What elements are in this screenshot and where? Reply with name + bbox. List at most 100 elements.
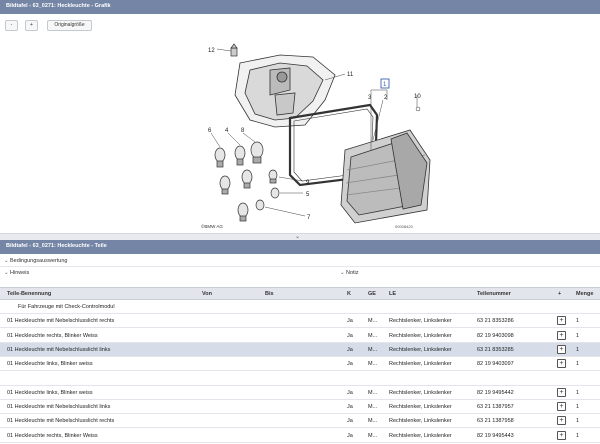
table-row[interactable]: 01 Heckleuchte mit Nebelschlusslicht lin… bbox=[0, 342, 600, 357]
panel-splitter[interactable]: ⌄ bbox=[0, 233, 600, 240]
part-number: 82 19 9495443 bbox=[477, 432, 514, 439]
housing-drawing bbox=[234, 54, 336, 128]
graphic-toolbar: - + Originalgröße bbox=[0, 17, 600, 34]
zoom-out-button[interactable]: - bbox=[5, 20, 18, 31]
part-description: 01 Heckleuchte rechts, Blinker Weiss bbox=[7, 432, 98, 439]
hint-label: Hinweis bbox=[10, 270, 30, 276]
diagram-code: 00008420 bbox=[395, 224, 414, 229]
ge-cell: M... bbox=[368, 432, 378, 439]
k-cell: Ja bbox=[347, 332, 353, 339]
lens-drawing bbox=[340, 129, 431, 224]
callout-12[interactable]: 12 bbox=[208, 48, 215, 54]
table-row[interactable] bbox=[0, 372, 600, 386]
table-row[interactable]: 01 Heckleuchte mit Nebelschlusslicht lin… bbox=[0, 400, 600, 415]
le-cell: Rechtslenker, Linkslenker bbox=[389, 432, 452, 439]
add-to-cart-icon[interactable]: + bbox=[557, 402, 566, 412]
part-description: 01 Heckleuchte mit Nebelschlusslicht rec… bbox=[7, 318, 115, 325]
header-quantity[interactable]: Menge bbox=[576, 291, 594, 297]
ge-cell: M... bbox=[368, 332, 378, 339]
k-cell: Ja bbox=[347, 361, 353, 368]
table-row[interactable]: 01 Heckleuchte mit Nebelschlusslicht rec… bbox=[0, 314, 600, 329]
graphic-panel-title: Bildtafel - 63_0271: Heckleuchte - Grafi… bbox=[0, 0, 600, 14]
table-row[interactable]: 01 Heckleuchte rechts, Blinker Weiss Ja M.… bbox=[0, 329, 600, 343]
callout-3[interactable]: 3 bbox=[368, 95, 372, 101]
part-number: 82 19 9403098 bbox=[477, 332, 514, 339]
callout-8[interactable]: 8 bbox=[241, 128, 245, 134]
callout-4[interactable]: 4 bbox=[225, 128, 229, 134]
callout-11[interactable]: 11 bbox=[347, 72, 354, 78]
add-to-cart-icon[interactable]: + bbox=[557, 387, 566, 397]
part-number: 82 19 9403097 bbox=[477, 361, 514, 368]
conditions-label: Bedingungsauswertung bbox=[10, 258, 68, 264]
header-le[interactable]: LE bbox=[389, 291, 397, 297]
le-cell: Rechtslenker, Linkslenker bbox=[389, 404, 452, 411]
ge-cell: M... bbox=[368, 361, 378, 368]
part-number: 63 21 1387958 bbox=[477, 418, 514, 425]
table-header: Teile-Benennung Von Bis K GE LE Teilenum… bbox=[0, 287, 600, 300]
quantity-cell: 1 bbox=[576, 389, 580, 396]
part-number: 63 21 8353286 bbox=[477, 318, 514, 325]
add-to-cart-icon[interactable]: + bbox=[557, 344, 566, 354]
callout-9[interactable]: 9 bbox=[306, 180, 310, 186]
chevron-down-icon: ⌄ bbox=[4, 258, 9, 264]
part-description: 01 Heckleuchte mit Nebelschlusslicht rec… bbox=[7, 418, 115, 425]
header-ge[interactable]: GE bbox=[368, 291, 376, 297]
header-add[interactable]: + bbox=[558, 291, 562, 297]
callout-5[interactable]: 5 bbox=[306, 192, 310, 198]
header-to[interactable]: Bis bbox=[265, 291, 274, 297]
part-number: 63 21 8353285 bbox=[477, 346, 514, 353]
ge-cell: M... bbox=[368, 318, 378, 325]
parts-panel-title: Bildtafel - 63_0271: Heckleuchte - Teile bbox=[0, 240, 600, 254]
add-to-cart-icon[interactable]: + bbox=[557, 416, 566, 426]
part-description: 01 Heckleuchte links, Blinker weiss bbox=[7, 389, 93, 396]
quantity-cell: 1 bbox=[576, 432, 580, 439]
screw-drawing bbox=[230, 43, 238, 57]
le-cell: Rechtslenker, Linkslenker bbox=[389, 418, 452, 425]
header-k[interactable]: K bbox=[347, 291, 351, 297]
callout-6[interactable]: 6 bbox=[208, 128, 212, 134]
leader-lines bbox=[210, 48, 418, 217]
chevron-down-icon: ⌄ bbox=[4, 270, 9, 276]
le-cell: Rechtslenker, Linkslenker bbox=[389, 332, 452, 339]
part-number: 82 19 9495442 bbox=[477, 389, 514, 396]
callout-10[interactable]: 10 bbox=[414, 94, 421, 100]
table-row[interactable]: 01 Heckleuchte mit Nebelschlusslicht rec… bbox=[0, 414, 600, 429]
callout-2[interactable]: 2 bbox=[384, 95, 388, 101]
table-row[interactable]: 01 Heckleuchte rechts, Blinker Weiss Ja M.… bbox=[0, 429, 600, 443]
note-section[interactable]: ⌄Notiz bbox=[336, 268, 600, 279]
table-row[interactable]: Für Fahrzeuge mit Check-Controlmodul bbox=[0, 300, 600, 314]
k-cell: Ja bbox=[347, 346, 353, 353]
note-label: Notiz bbox=[346, 270, 359, 276]
add-to-cart-icon[interactable]: + bbox=[557, 330, 566, 340]
part-description: 01 Heckleuchte rechts, Blinker Weiss bbox=[7, 332, 98, 339]
k-cell: Ja bbox=[347, 318, 353, 325]
chevron-down-icon: ⌄ bbox=[340, 270, 345, 276]
quantity-cell: 1 bbox=[576, 361, 580, 368]
header-description[interactable]: Teile-Benennung bbox=[7, 291, 52, 297]
ge-cell: M... bbox=[368, 404, 378, 411]
add-to-cart-icon[interactable]: + bbox=[557, 430, 566, 440]
le-cell: Rechtslenker, Linkslenker bbox=[389, 389, 452, 396]
k-cell: Ja bbox=[347, 432, 353, 439]
part-description: Für Fahrzeuge mit Check-Controlmodul bbox=[18, 304, 115, 310]
k-cell: Ja bbox=[347, 389, 353, 396]
parts-diagram[interactable]: 12 11 1 3 2 10 6 4 8 9 5 7 ©BMW AG 00008… bbox=[195, 35, 440, 233]
k-cell: Ja bbox=[347, 418, 353, 425]
callout-7[interactable]: 7 bbox=[307, 215, 311, 221]
table-row[interactable]: 01 Heckleuchte links, Blinker weiss Ja M..… bbox=[0, 386, 600, 400]
original-size-button[interactable]: Originalgröße bbox=[47, 20, 92, 31]
callout-1[interactable]: 1 bbox=[383, 82, 387, 88]
ge-cell: M... bbox=[368, 389, 378, 396]
add-to-cart-icon[interactable]: + bbox=[557, 316, 566, 326]
add-to-cart-icon[interactable]: + bbox=[557, 359, 566, 369]
chevron-down-icon[interactable]: ⌄ bbox=[295, 234, 301, 240]
zoom-in-button[interactable]: + bbox=[25, 20, 38, 31]
header-part-number[interactable]: Teilenummer bbox=[477, 291, 511, 297]
quantity-cell: 1 bbox=[576, 332, 580, 339]
le-cell: Rechtslenker, Linkslenker bbox=[389, 361, 452, 368]
parts-table: Teile-Benennung Von Bis K GE LE Teilenum… bbox=[0, 287, 600, 444]
hint-section[interactable]: ⌄Hinweis bbox=[0, 268, 330, 279]
header-from[interactable]: Von bbox=[202, 291, 212, 297]
conditions-section[interactable]: ⌄Bedingungsauswertung bbox=[0, 256, 600, 267]
